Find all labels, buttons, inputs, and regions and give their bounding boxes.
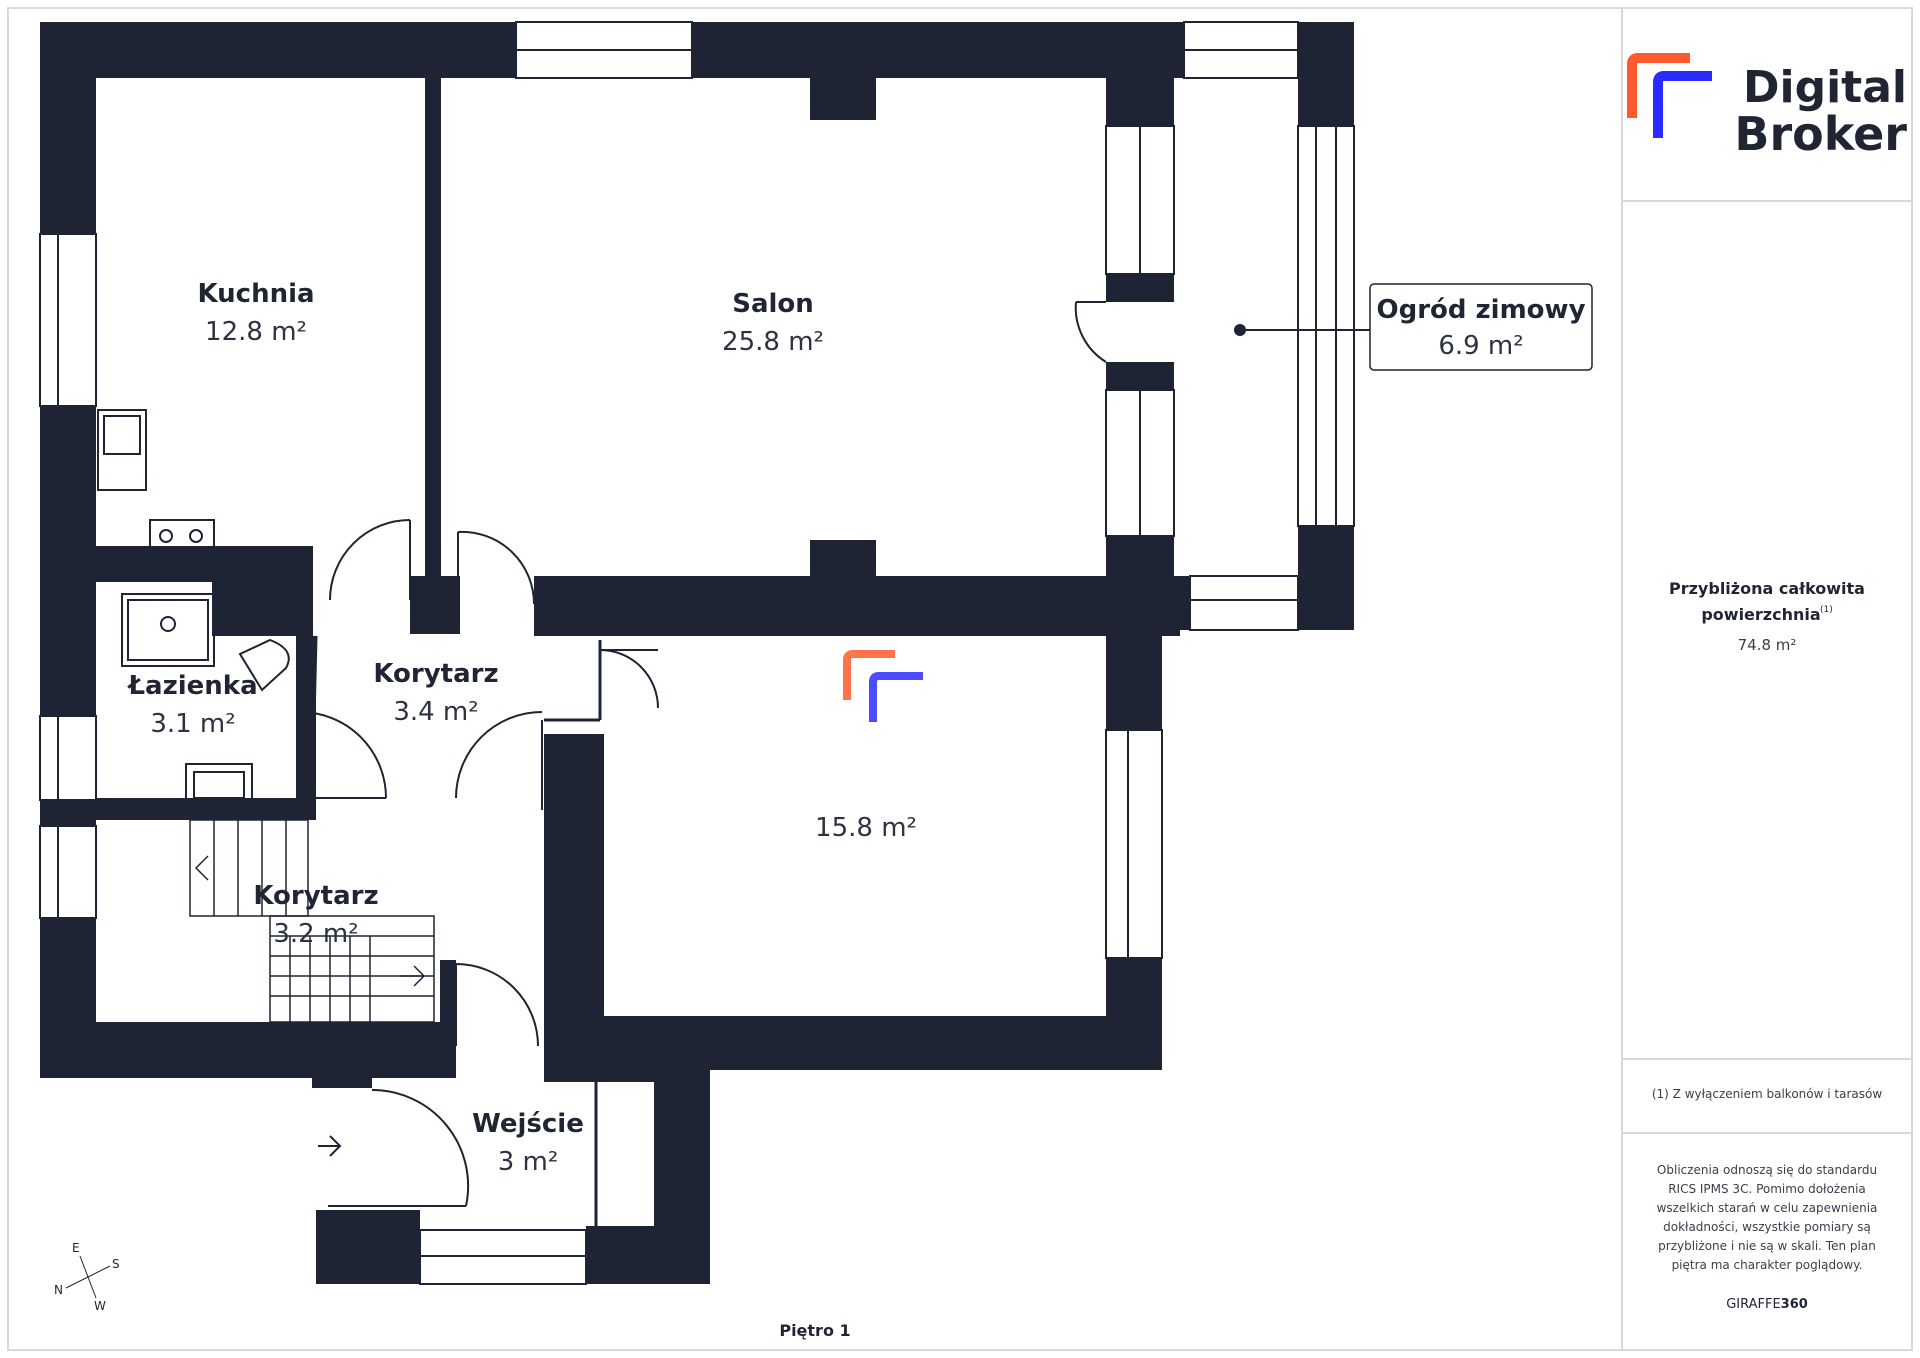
summary-title-line2: powierzchnia: [1701, 605, 1820, 624]
compass-w: W: [94, 1299, 106, 1313]
room-name-salon: Salon: [732, 289, 814, 319]
room-name-kuchnia: Kuchnia: [197, 279, 314, 309]
summary-value: 74.8 m²: [1738, 636, 1797, 654]
room-area-korytarz-1: 3.4 m²: [393, 697, 478, 727]
windows: [39, 21, 1355, 1285]
inner-partitions: [96, 635, 602, 1226]
disclaimer-line: wszelkich starań w celu zapewnienia: [1657, 1201, 1878, 1215]
disclaimer-line: RICS IPMS 3C. Pomimo dołożenia: [1668, 1182, 1866, 1196]
washbasin-icon: [185, 763, 253, 803]
floor-label: Piętro 1: [779, 1321, 850, 1340]
room-area-salon: 25.8 m²: [722, 327, 824, 357]
fixtures: [97, 409, 290, 803]
room-name-ogrod: Ogród zimowy: [1376, 295, 1585, 325]
footnote: (1) Z wyłączeniem balkonów i tarasów: [1652, 1087, 1882, 1101]
logo-text-digital: Digital: [1743, 62, 1907, 113]
toilet-icon: [238, 638, 290, 692]
disclaimer-line: przybliżone i nie są w skali. Ten plan: [1658, 1239, 1876, 1253]
compass-icon: E S N W: [54, 1241, 120, 1313]
room-name-wejscie: Wejście: [472, 1109, 584, 1139]
watermark-logo: [843, 650, 923, 722]
kitchen-sink-icon: [97, 409, 147, 491]
disclaimer-line: Obliczenia odnoszą się do standardu: [1657, 1163, 1877, 1177]
area-summary: Przybliżona całkowita powierzchnia (1) 7…: [1669, 579, 1865, 654]
doors: [299, 301, 1107, 1207]
room-area-lazienka: 3.1 m²: [150, 709, 235, 739]
disclaimer-line: dokładności, wszystkie pomiary są: [1663, 1220, 1871, 1234]
stairs-direction-icon: [400, 965, 426, 987]
room-area-kuchnia: 12.8 m²: [205, 317, 307, 347]
room-name-korytarz-2: Korytarz: [253, 881, 378, 911]
entrance-arrow-icon: [318, 1135, 342, 1157]
stairs-arrow-icon: [194, 855, 209, 881]
logo-text-broker: Broker: [1734, 107, 1907, 161]
compass-s: S: [112, 1257, 120, 1271]
ogrod-callout: Ogród zimowy 6.9 m²: [1234, 283, 1593, 371]
room-name-lazienka: Łazienka: [126, 671, 257, 701]
room-name-korytarz-1: Korytarz: [373, 659, 498, 689]
disclaimer-line: piętra ma charakter poglądowy.: [1672, 1258, 1863, 1272]
disclaimer: Obliczenia odnoszą się do standardu RICS…: [1657, 1163, 1878, 1272]
compass-n: N: [54, 1283, 63, 1297]
stairs: [189, 819, 435, 1023]
room-area-korytarz-2: 3.2 m²: [273, 919, 358, 949]
compass-e: E: [72, 1241, 80, 1255]
credit: GIRAFFE360: [1726, 1297, 1808, 1312]
bathtub-icon: [121, 593, 215, 667]
sheet-border: [7, 7, 1913, 1351]
credit-part2: 360: [1781, 1297, 1808, 1312]
room-area-pokoj: 15.8 m²: [815, 813, 917, 843]
room-area-wejscie: 3 m²: [498, 1147, 559, 1177]
room-area-ogrod: 6.9 m²: [1438, 331, 1523, 361]
side-panel: [1621, 8, 1912, 1350]
summary-title-line1: Przybliżona całkowita: [1669, 579, 1865, 598]
digital-broker-logo: Digital Broker: [1627, 53, 1907, 161]
stove-icon: [149, 519, 215, 577]
credit-part1: GIRAFFE: [1726, 1297, 1780, 1312]
summary-superscript: (1): [1820, 605, 1833, 615]
